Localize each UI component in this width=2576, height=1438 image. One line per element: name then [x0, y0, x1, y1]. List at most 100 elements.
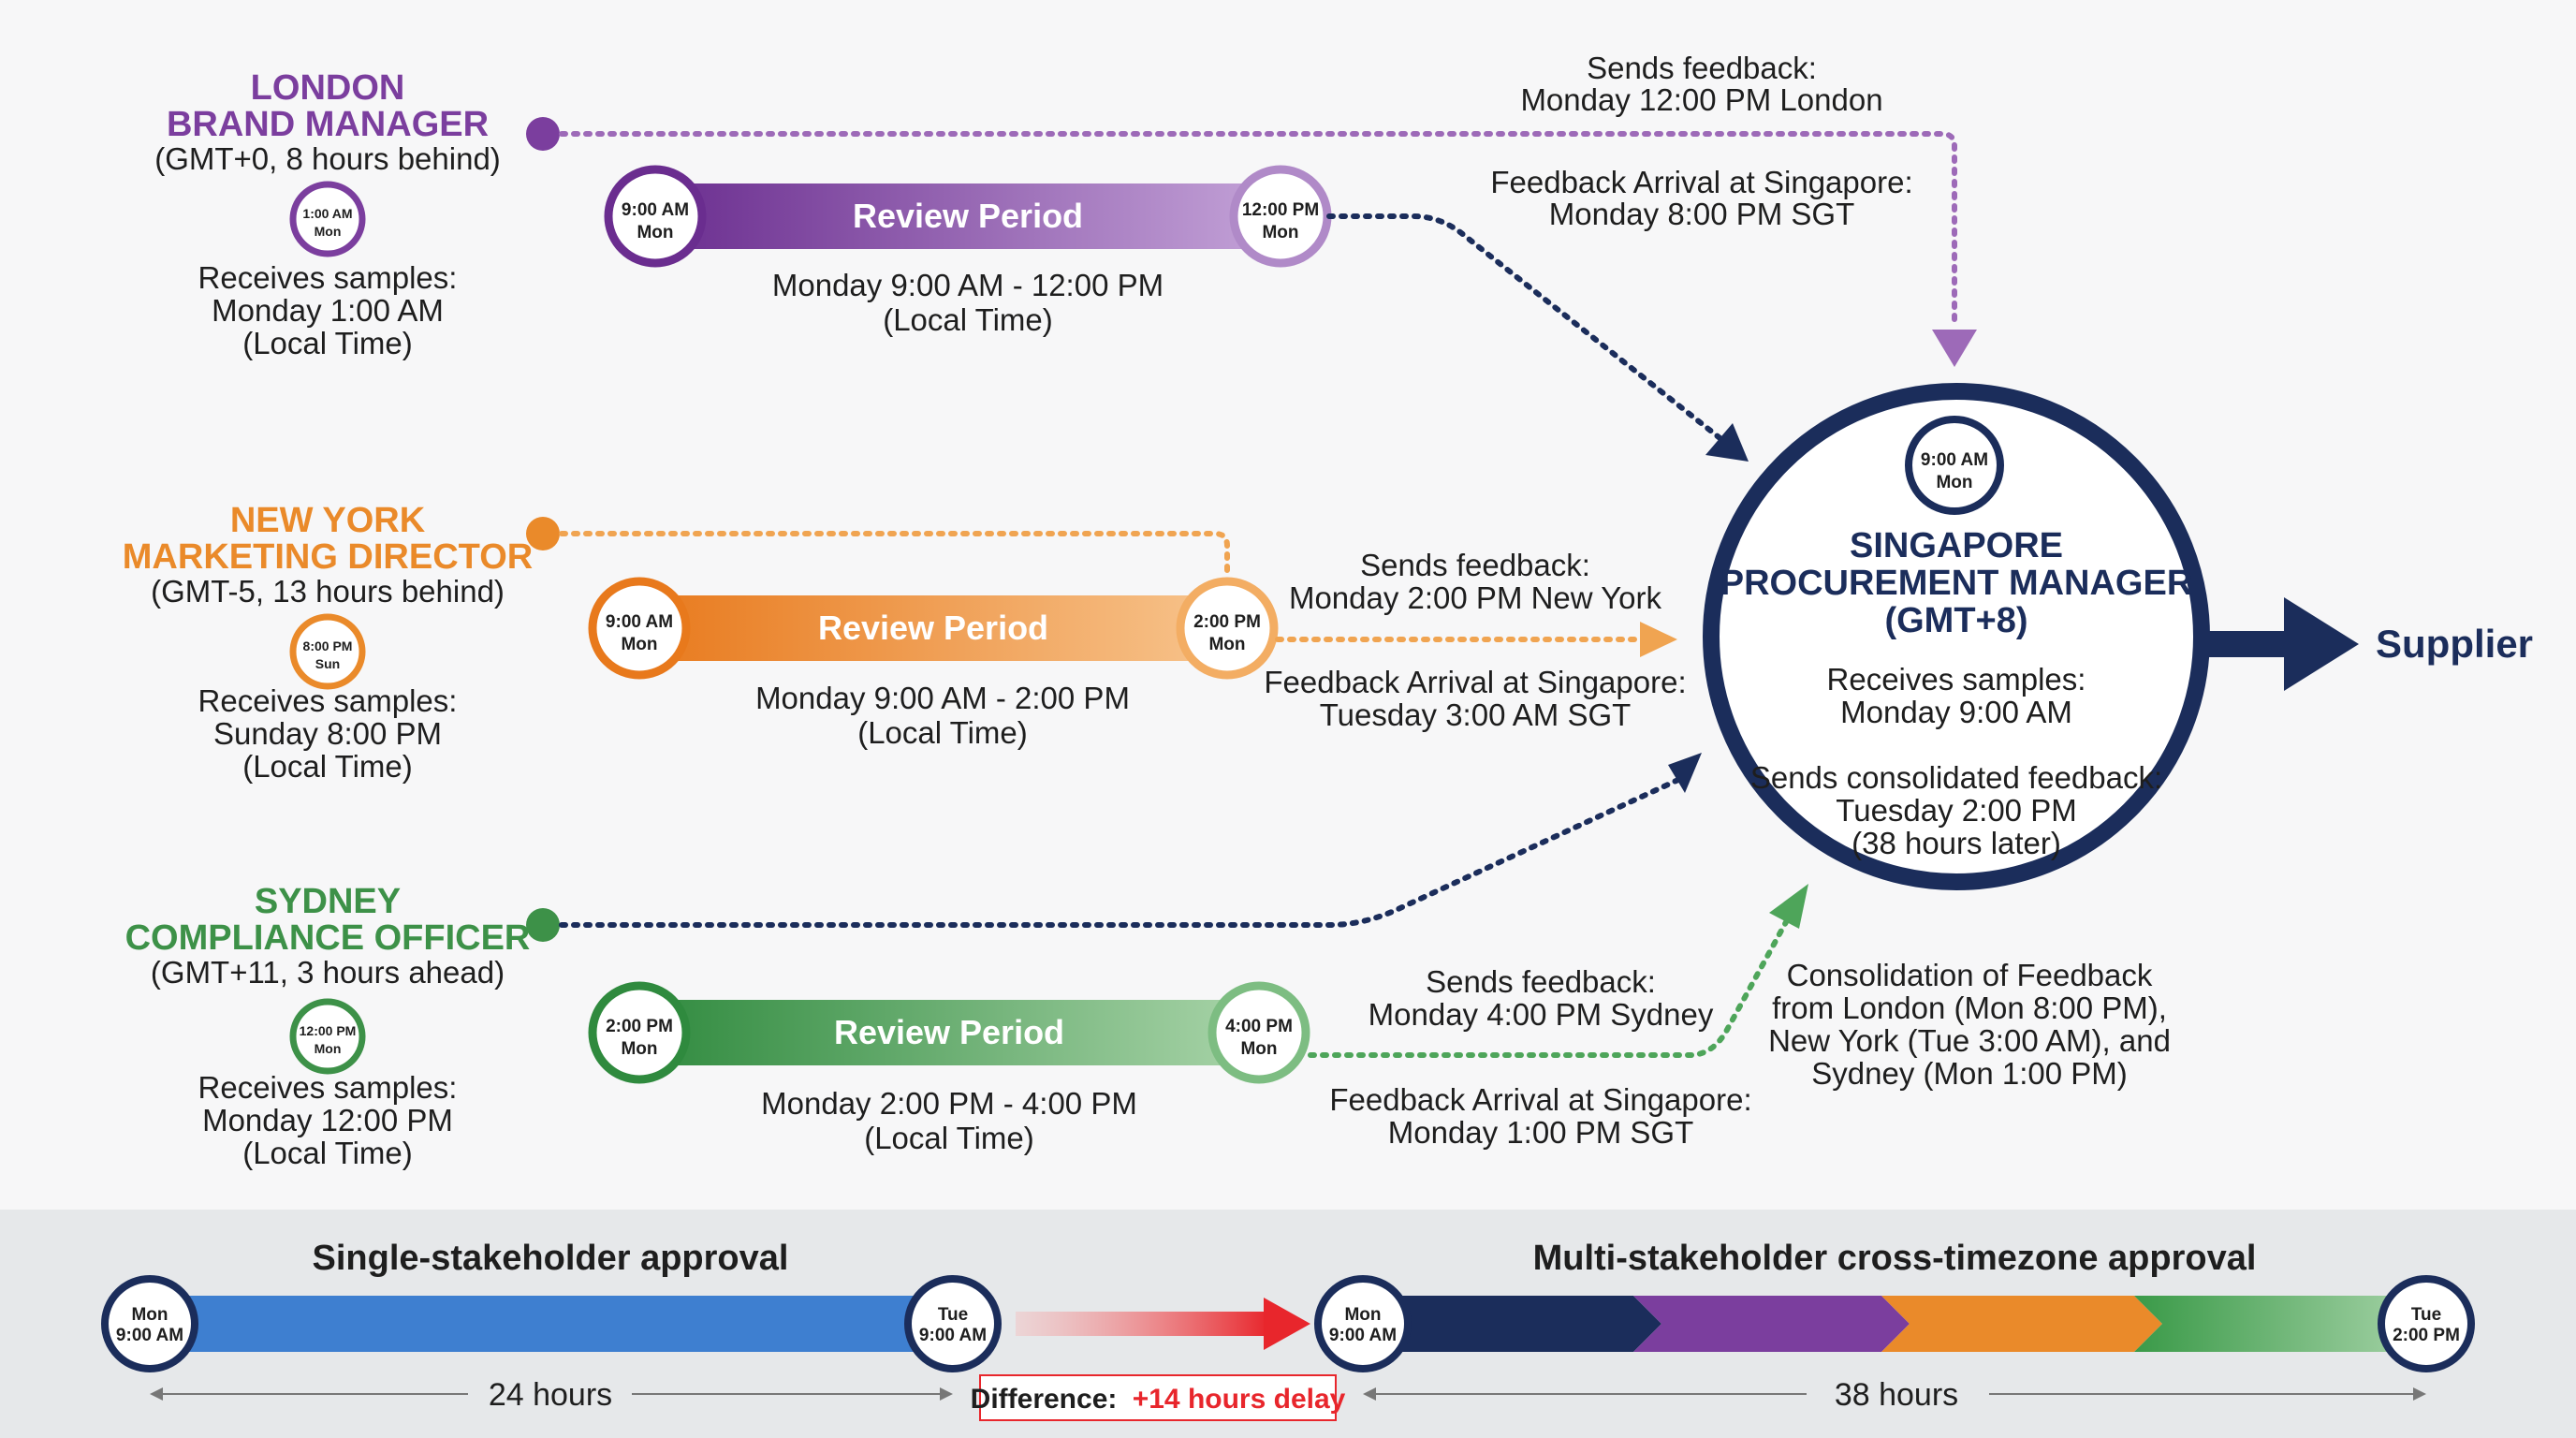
svg-text:8:00 PM: 8:00 PM — [303, 638, 353, 653]
comparison-panel: Single-stakeholder approval Mon 9:00 AM … — [0, 1210, 2576, 1438]
svg-text:Difference: +14 hours: Difference: +14 hours delay — [971, 1384, 1346, 1415]
singapore-sends-time: Tuesday 2:00 PM — [1836, 793, 2076, 828]
london-arrival-label: Feedback Arrival at Singapore: — [1490, 165, 1912, 199]
svg-text:Tue: Tue — [2411, 1305, 2441, 1325]
single-duration-axis — [150, 1387, 953, 1401]
delay-arrowhead-icon — [1264, 1298, 1310, 1350]
singapore-title-line2: PROCUREMENT MANAGER — [1720, 564, 2193, 603]
sydney-arrival-time: Monday 1:00 PM SGT — [1388, 1115, 1693, 1150]
sydney-name-line1: SYDNEY — [255, 882, 401, 921]
sydney-receives-local: (Local Time) — [242, 1136, 413, 1170]
sydney-period-local: (Local Time) — [864, 1121, 1034, 1155]
sydney-dotted-path — [1308, 919, 1789, 1058]
singapore-receives-time: Monday 9:00 AM — [1840, 695, 2072, 729]
sydney-receive-clock-icon: 12:00 PM Mon — [289, 998, 366, 1075]
newyork-timezone: (GMT-5, 13 hours behind) — [151, 574, 505, 609]
supplier-arrow-shaft — [2204, 631, 2289, 657]
consolidation-line1: Consolidation of Feedback — [1787, 958, 2153, 992]
supplier-arrowhead-icon — [2284, 597, 2359, 691]
supplier-arrow: Supplier — [2204, 597, 2533, 691]
single-end-clock-icon: Tue 9:00 AM — [904, 1275, 1002, 1372]
multi-bar — [1363, 1296, 2426, 1352]
singapore-hub: 9:00 AM Mon SINGAPORE PROCUREMENT MANAGE… — [1703, 383, 2210, 1091]
svg-text:2:00 PM: 2:00 PM — [2393, 1326, 2460, 1345]
svg-text:Tue: Tue — [938, 1305, 968, 1325]
london-sends-label: Sends feedback: — [1587, 51, 1817, 85]
svg-text:Mon: Mon — [315, 224, 342, 239]
london-dotted-path — [559, 131, 1957, 330]
newyork-dot — [526, 517, 560, 550]
london-arrival-time: Monday 8:00 PM SGT — [1549, 197, 1854, 231]
svg-text:9:00 AM: 9:00 AM — [116, 1326, 183, 1345]
newyork-sends-label: Sends feedback: — [1360, 548, 1590, 582]
multi-start-clock-icon: Mon 9:00 AM — [1314, 1275, 1412, 1372]
newyork-review-bar: Review Period 9:00 AM Mon 2:00 PM Mon — [588, 577, 1279, 680]
svg-text:9:00 AM: 9:00 AM — [1329, 1326, 1397, 1345]
london-review-bar: Review Period 9:00 AM Mon 12:00 PM Mon — [604, 165, 1332, 268]
london-to-singapore-arrowhead-icon — [1705, 423, 1749, 462]
sydney-to-singapore-path — [559, 776, 1683, 928]
newyork-receives-time: Sunday 8:00 PM — [213, 716, 442, 751]
newyork-name-line1: NEW YORK — [230, 501, 426, 540]
svg-text:12:00 PM: 12:00 PM — [1242, 200, 1319, 220]
london-receives-local: (Local Time) — [242, 326, 413, 360]
singapore-title-line1: SINGAPORE — [1850, 526, 2063, 565]
svg-text:9:00 AM: 9:00 AM — [1921, 450, 1988, 470]
london-bar-label: Review Period — [853, 197, 1083, 235]
svg-text:9:00 AM: 9:00 AM — [606, 612, 673, 632]
sydney-sends-time: Monday 4:00 PM Sydney — [1368, 997, 1714, 1032]
difference-value: +14 hours delay — [1133, 1384, 1346, 1415]
svg-text:4:00 PM: 4:00 PM — [1225, 1017, 1293, 1036]
delay-arrow-shaft — [1016, 1312, 1268, 1336]
single-title: Single-stakeholder approval — [313, 1239, 789, 1278]
consolidation-line3: New York (Tue 3:00 AM), and — [1768, 1023, 2171, 1058]
sydney-dot — [526, 908, 560, 942]
newyork-period: Monday 9:00 AM - 2:00 PM — [755, 681, 1130, 715]
london-dot — [526, 117, 560, 151]
london-period: Monday 9:00 AM - 12:00 PM — [772, 268, 1164, 302]
newyork-bar-label: Review Period — [818, 609, 1048, 647]
svg-text:Mon: Mon — [637, 223, 673, 242]
newyork-period-local: (Local Time) — [857, 715, 1028, 750]
supplier-label: Supplier — [2376, 622, 2533, 666]
single-start-clock-icon: Mon 9:00 AM — [101, 1275, 198, 1372]
london-receives-label: Receives samples: — [198, 260, 458, 295]
london-name-line1: LONDON — [251, 68, 405, 108]
svg-text:Mon: Mon — [131, 1305, 168, 1325]
sydney-arrival-label: Feedback Arrival at Singapore: — [1329, 1082, 1751, 1117]
sydney-bar-label: Review Period — [834, 1013, 1064, 1051]
newyork-dotted-path — [559, 531, 1230, 576]
sydney-sends-label: Sends feedback: — [1426, 964, 1656, 999]
svg-text:2:00 PM: 2:00 PM — [606, 1017, 673, 1036]
london-sends-time: Monday 12:00 PM London — [1520, 82, 1882, 117]
sydney-receives-label: Receives samples: — [198, 1070, 458, 1105]
newyork-section: NEW YORK MARKETING DIRECTOR (GMT-5, 13 h… — [123, 501, 1687, 784]
single-bar — [150, 1296, 953, 1352]
svg-text:Mon: Mon — [1262, 223, 1298, 242]
london-end-clock-icon: 12:00 PM Mon — [1229, 165, 1332, 268]
svg-text:Sun: Sun — [315, 656, 340, 671]
multi-end-clock-icon: Tue 2:00 PM — [2378, 1275, 2475, 1372]
newyork-sends-time: Monday 2:00 PM New York — [1289, 580, 1662, 615]
newyork-arrowhead-icon — [1640, 622, 1677, 657]
newyork-end-clock-icon: 2:00 PM Mon — [1176, 577, 1279, 680]
consolidation-line2: from London (Mon 8:00 PM), — [1772, 990, 2167, 1025]
singapore-clock-icon: 9:00 AM Mon — [1905, 416, 2004, 515]
svg-text:12:00 PM: 12:00 PM — [300, 1023, 357, 1038]
consolidation-line4: Sydney (Mon 1:00 PM) — [1811, 1056, 2127, 1091]
london-name-line2: BRAND MANAGER — [167, 105, 489, 144]
newyork-receives-label: Receives samples: — [198, 683, 458, 718]
london-receives-time: Monday 1:00 AM — [212, 293, 444, 328]
svg-text:Mon: Mon — [1936, 473, 1972, 492]
london-section: LONDON BRAND MANAGER (GMT+0, 8 hours beh… — [154, 51, 1977, 462]
multi-duration-axis — [1363, 1387, 2426, 1401]
svg-text:Mon: Mon — [621, 1039, 657, 1059]
singapore-sends-label: Sends consolidated feedback: — [1750, 760, 2162, 795]
newyork-arrival-label: Feedback Arrival at Singapore: — [1264, 665, 1686, 699]
singapore-circle — [1703, 383, 2210, 890]
multi-duration: 38 hours — [1835, 1377, 1958, 1413]
sydney-timezone: (GMT+11, 3 hours ahead) — [151, 955, 505, 990]
sydney-to-singapore-arrowhead-icon — [1668, 753, 1702, 793]
svg-text:Mon: Mon — [1240, 1039, 1277, 1059]
